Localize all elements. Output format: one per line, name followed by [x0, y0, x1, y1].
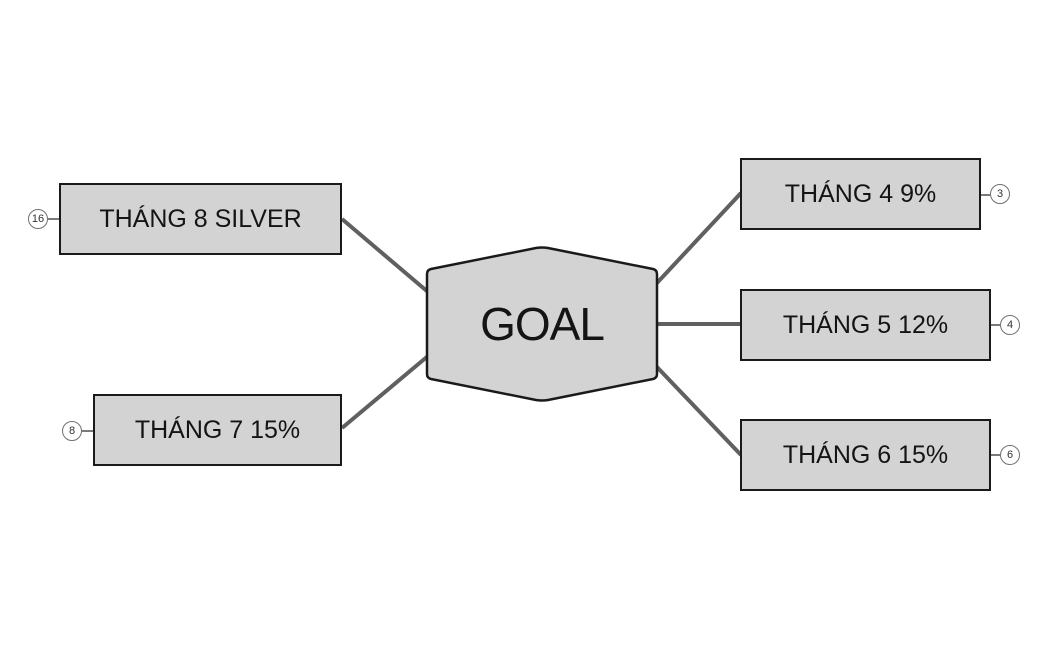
connector-left-bottom [340, 354, 430, 430]
count-marker-thang-4: 3 [990, 184, 1010, 204]
marker-connector-thang-7 [82, 430, 93, 432]
marker-connector-thang-6 [991, 454, 1000, 456]
topic-thang-5[interactable]: THÁNG 5 12% [740, 289, 991, 361]
central-topic-shape [425, 246, 659, 402]
connector-right-bottom [654, 364, 743, 457]
topic-thang-6[interactable]: THÁNG 6 15% [740, 419, 991, 491]
connector-left-top [340, 217, 430, 294]
marker-connector-thang-4 [981, 194, 990, 196]
marker-connector-thang-8 [48, 218, 59, 220]
count-marker-thang-6: 6 [1000, 445, 1020, 465]
connector-right-top [654, 191, 743, 286]
marker-connector-thang-5 [991, 324, 1000, 326]
topic-thang-8[interactable]: THÁNG 8 SILVER [59, 183, 342, 255]
count-marker-thang-8: 16 [28, 209, 48, 229]
count-marker-thang-7: 8 [62, 421, 82, 441]
count-marker-thang-5: 4 [1000, 315, 1020, 335]
topic-thang-7[interactable]: THÁNG 7 15% [93, 394, 342, 466]
topic-thang-4[interactable]: THÁNG 4 9% [740, 158, 981, 230]
central-topic-label[interactable]: GOAL [480, 298, 605, 350]
